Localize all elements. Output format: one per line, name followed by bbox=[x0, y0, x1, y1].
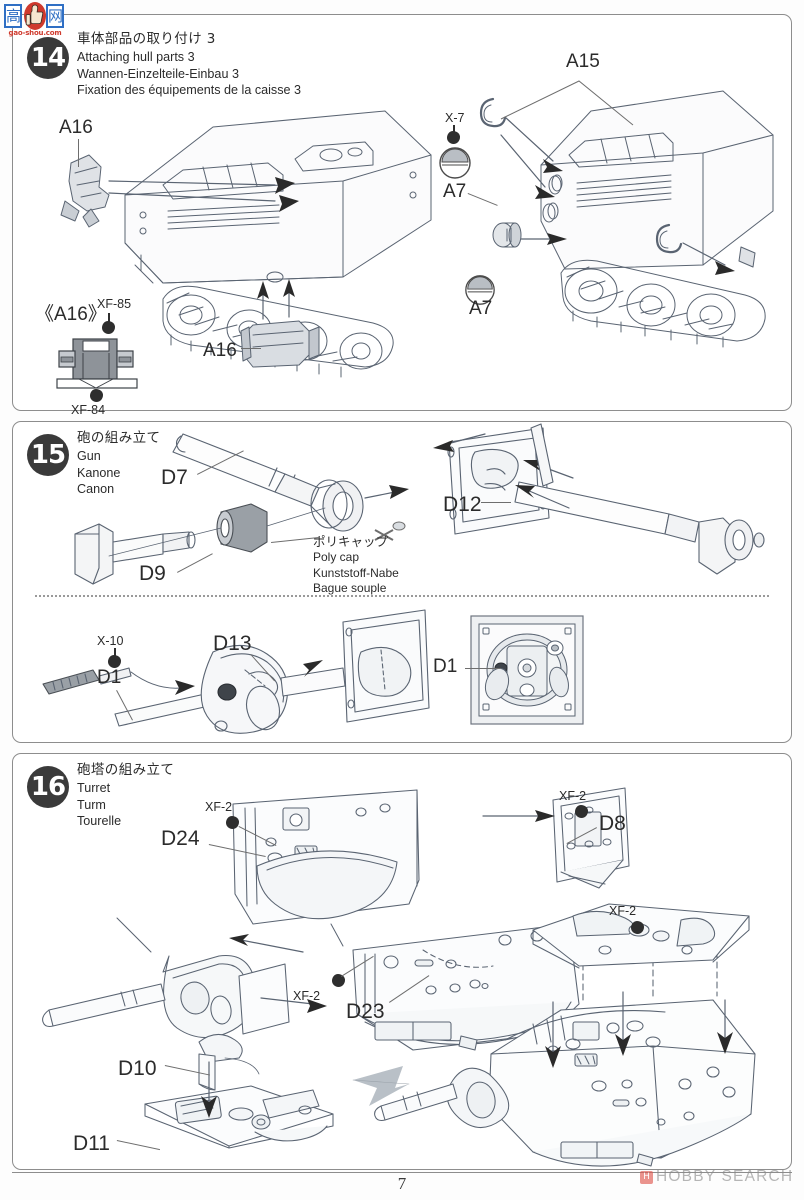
paint-label-xf85: XF-85 bbox=[97, 297, 132, 311]
paint-label-xf2-d: XF-2 bbox=[609, 904, 637, 918]
a7-paint-swatch-icon bbox=[439, 147, 471, 179]
step-number-15: 15 bbox=[27, 434, 69, 476]
leader-a15-bracket bbox=[500, 80, 634, 126]
part-label-d24: D24 bbox=[161, 827, 200, 850]
leader-d1-right bbox=[465, 668, 501, 669]
polycap-note-jp: ポリキャップ bbox=[313, 534, 389, 549]
footer-rule bbox=[12, 1172, 792, 1173]
paint-marker-x7-stem bbox=[453, 125, 455, 133]
gun-breech-diagram bbox=[42, 609, 430, 734]
part-label-x10: X-10 bbox=[97, 634, 124, 648]
leader-a16-bottom bbox=[241, 348, 261, 349]
leader-polycap bbox=[271, 536, 319, 543]
leader-d13 bbox=[250, 654, 276, 682]
paint-marker-xf2-a bbox=[226, 816, 239, 829]
step-title-16: 砲塔の組み立て Turret Turm Tourelle bbox=[77, 762, 174, 830]
leader-xf2-c bbox=[341, 955, 374, 977]
step-title-jp: 車体部品の取り付け 3 bbox=[77, 31, 216, 47]
step-title-en: Turret bbox=[77, 780, 111, 795]
part-label-a15: A15 bbox=[566, 51, 600, 72]
leader-a7-top bbox=[467, 193, 498, 206]
watermark: H HOBBY SEARCH bbox=[640, 1168, 793, 1186]
site-logo: 高 网 gao-shou.com bbox=[4, 2, 66, 42]
step-number-14: 14 bbox=[27, 37, 69, 79]
step-title-fr: Fixation des équipements de la caisse 3 bbox=[77, 83, 302, 98]
leader-d10 bbox=[164, 1065, 210, 1076]
leader-d8 bbox=[566, 827, 597, 844]
part-label-d9: D9 bbox=[139, 562, 166, 585]
part-label-d8: D8 bbox=[599, 812, 626, 835]
paint-label-xf2-b: XF-2 bbox=[559, 789, 587, 803]
paint-stem-xf85 bbox=[108, 313, 110, 323]
part-label-d10: D10 bbox=[118, 1057, 157, 1080]
part-label-d13: D13 bbox=[213, 632, 252, 655]
step-15-divider bbox=[35, 595, 769, 597]
leader-d7 bbox=[197, 450, 244, 475]
leader-d1-left bbox=[116, 690, 133, 721]
step-title-14: 車体部品の取り付け 3 Attaching hull parts 3 Wanne… bbox=[77, 31, 301, 99]
a16-detail-part-name: 《A16》 bbox=[35, 304, 107, 325]
polycap-note-en: Poly cap bbox=[313, 550, 360, 565]
polycap-note-fr: Bague souple bbox=[313, 581, 387, 596]
leader-d11 bbox=[116, 1140, 161, 1151]
paint-label-xf84: XF-84 bbox=[71, 403, 106, 417]
part-label-d23: D23 bbox=[346, 1000, 385, 1023]
leader-d23 bbox=[389, 975, 430, 1003]
step-title-jp: 砲塔の組み立て bbox=[77, 762, 175, 778]
step-title-en: Attaching hull parts 3 bbox=[77, 49, 195, 64]
part-label-d1-left: D1 bbox=[97, 667, 122, 688]
step-title-en: Gun bbox=[77, 448, 101, 463]
paint-marker-x10 bbox=[108, 655, 121, 668]
step-title-fr: Canon bbox=[77, 482, 115, 497]
part-label-d11: D11 bbox=[73, 1132, 110, 1155]
watermark-text: HOBBY SEARCH bbox=[656, 1168, 794, 1185]
paint-marker-xf2-b bbox=[575, 805, 588, 818]
step-panel-16: 16 砲塔の組み立て Turret Turm Tourelle bbox=[12, 753, 792, 1170]
leader-d24 bbox=[208, 844, 266, 858]
page-number: 7 bbox=[397, 1174, 407, 1193]
thumbs-up-icon bbox=[24, 2, 46, 30]
paint-marker-xf2-d bbox=[631, 921, 644, 934]
leader-d9 bbox=[177, 553, 213, 573]
part-label-d12: D12 bbox=[443, 493, 482, 516]
part-label-d7: D7 bbox=[161, 466, 188, 489]
paint-marker-xf84 bbox=[90, 389, 103, 402]
part-label-a7-bottom: A7 bbox=[469, 298, 493, 319]
part-label-a7-top: A7 bbox=[443, 181, 467, 202]
step-panel-14: 14 車体部品の取り付け 3 Attaching hull parts 3 Wa… bbox=[12, 14, 792, 417]
step-title-jp: 砲の組み立て bbox=[77, 430, 161, 446]
hull-assembly-diagram-right bbox=[479, 90, 774, 348]
logo-url: gao-shou.com bbox=[8, 29, 62, 37]
step-title-fr: Tourelle bbox=[77, 814, 122, 829]
logo-char-left: 高 bbox=[4, 4, 22, 28]
part-label-a16-bottom: A16 bbox=[203, 340, 237, 361]
paint-stem-x10 bbox=[114, 648, 116, 657]
logo-char-right: 网 bbox=[46, 4, 64, 28]
polycap-note-de: Kunststoff-Nabe bbox=[313, 565, 399, 580]
part-label-a16-top: A16 bbox=[59, 117, 93, 138]
a16-part-illustration bbox=[56, 338, 138, 389]
paint-label-xf2-c: XF-2 bbox=[293, 989, 321, 1003]
paint-marker-x7 bbox=[447, 131, 460, 144]
step-title-de: Kanone bbox=[77, 465, 121, 480]
a16-paint-detail: 《A16》 XF-85 XF-84 bbox=[35, 297, 155, 417]
paint-label-xf2-a: XF-2 bbox=[205, 800, 233, 814]
step-title-15: 砲の組み立て Gun Kanone Canon bbox=[77, 430, 160, 498]
step-panel-15: 15 砲の組み立て Gun Kanone Canon bbox=[12, 421, 792, 1145]
part-label-x7: X-7 bbox=[445, 111, 465, 125]
step-title-de: Wannen-Einzelteile-Einbau 3 bbox=[77, 66, 239, 81]
turret-base-detail-diagram bbox=[470, 615, 584, 725]
part-label-d1-right: D1 bbox=[433, 656, 458, 677]
watermark-logo-icon: H bbox=[640, 1170, 653, 1184]
step-number-16: 16 bbox=[27, 766, 69, 808]
step-title-de: Turm bbox=[77, 797, 106, 812]
paint-marker-xf2-c bbox=[332, 974, 345, 987]
leader-xf2-a bbox=[238, 826, 277, 846]
leader-d12 bbox=[481, 502, 511, 503]
paint-marker-xf85 bbox=[102, 321, 115, 334]
leader-a16-top bbox=[78, 139, 79, 167]
polycap-note: ポリキャップ Poly cap Kunststoff-Nabe Bague so… bbox=[313, 534, 399, 597]
